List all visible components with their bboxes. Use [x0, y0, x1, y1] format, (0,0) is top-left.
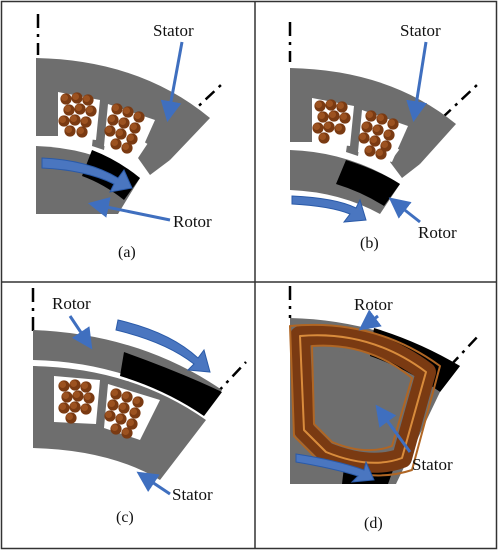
- stator-label: Stator: [153, 21, 194, 40]
- rotor-pointer: [87, 197, 171, 222]
- panel-c: Rotor Stator (c): [31, 288, 247, 526]
- stator-pointer: [136, 471, 171, 496]
- stator-tooth: [290, 114, 312, 142]
- stator-pointer: [375, 404, 412, 453]
- rotor-magnet: [336, 160, 400, 206]
- stator-tooth: [390, 146, 420, 178]
- axis-dashdot-diagonal: [441, 83, 479, 119]
- rotor-label: Rotor: [173, 212, 212, 231]
- stator-pointer: [160, 41, 184, 123]
- panel-b: Stator Rotor (b): [288, 21, 479, 252]
- panel-caption: (b): [360, 235, 379, 252]
- panel-a: Stator Rotor (a): [36, 14, 223, 261]
- stator-label: Stator: [412, 455, 453, 474]
- panel-caption: (c): [116, 509, 134, 526]
- stator-label: Stator: [400, 21, 441, 40]
- rotor-magnet: [120, 352, 222, 416]
- stator-pointer: [406, 41, 428, 123]
- rotor-label: Rotor: [52, 294, 91, 313]
- stator-tooth: [33, 366, 54, 376]
- rotation-arrow: [41, 157, 133, 193]
- panel-caption: (d): [364, 515, 383, 532]
- stator-tooth: [138, 140, 170, 175]
- rotation-arrow: [291, 195, 367, 223]
- axis-dashdot-diagonal: [449, 333, 481, 367]
- panel-caption: (a): [118, 244, 136, 261]
- rotation-arrow: [295, 453, 375, 483]
- rotor-label: Rotor: [354, 295, 393, 314]
- rotor-pointer: [358, 309, 382, 331]
- panel-d: Rotor Stator (d): [288, 286, 481, 532]
- stator-core: [36, 58, 210, 160]
- stator-tooth: [36, 108, 58, 136]
- stator-label: Stator: [172, 485, 213, 504]
- rotor-pointer: [388, 197, 421, 224]
- rotation-arrow: [115, 319, 211, 373]
- rotor-pointer: [68, 315, 93, 350]
- rotor-label: Rotor: [418, 223, 457, 242]
